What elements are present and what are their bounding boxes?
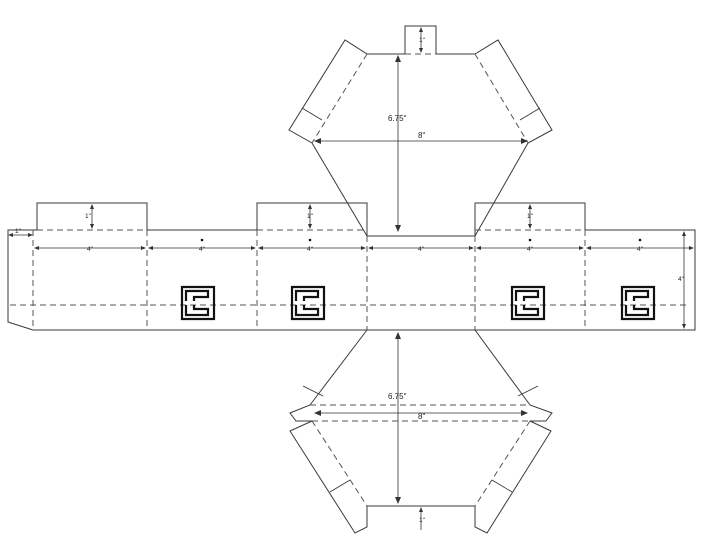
bottom-lid-outline (289, 329, 553, 534)
top-lid-outline (288, 25, 553, 237)
spiral-logo-icon (180, 285, 216, 321)
spiral-logo-icon (290, 285, 326, 321)
strip-outline (33, 202, 696, 331)
dimension-labels: 6.75ʺ 8ʺ 1ʺ 6.75ʺ 8ʺ 1ʺ 1ʺ 1ʺ 1ʺ 1ʺ 4ʺ 4… (15, 36, 685, 524)
side-tab-label-3: 1ʺ (527, 212, 534, 220)
spiral-logo-icon (620, 285, 656, 321)
panel-3-label: 4ʺ (307, 245, 314, 253)
bottom-width-label: 8ʺ (418, 412, 425, 421)
panel-2-label: 4ʺ (199, 245, 206, 253)
top-lid (288, 25, 553, 237)
glue-flap-outline (7, 229, 34, 331)
bottom-height-label: 6.75ʺ (388, 392, 407, 401)
side-tab-label-1: 1ʺ (85, 212, 92, 220)
bottom-lid (289, 329, 553, 534)
side-strip (7, 202, 696, 331)
logos (180, 285, 656, 321)
panel-4-label: 4ʺ (418, 245, 425, 253)
panel-6-label: 4ʺ (637, 245, 644, 253)
spiral-logo-icon (510, 285, 546, 321)
glue-flap-label: 1ʺ (15, 227, 22, 235)
side-tab-label-2: 1ʺ (307, 212, 314, 220)
top-height-label: 6.75ʺ (388, 114, 407, 123)
panel-1-label: 4ʺ (87, 245, 94, 253)
top-width-label: 8ʺ (418, 131, 425, 140)
top-tab-label: 1ʺ (419, 36, 426, 44)
bottom-tab-label: 1ʺ (419, 516, 426, 524)
dimensions (8, 27, 694, 530)
panel-height-label: 4ʺ (678, 275, 685, 283)
panel-5-label: 4ʺ (527, 245, 534, 253)
